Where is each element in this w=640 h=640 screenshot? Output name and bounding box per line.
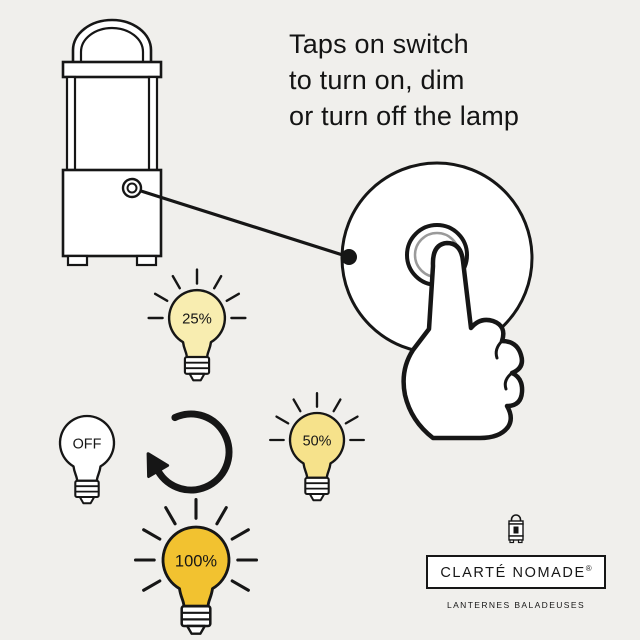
brand-name: CLARTÉ NOMADE (440, 564, 586, 581)
bulb-off-label: OFF (73, 436, 102, 452)
bulb-25-icon: 25% (147, 268, 247, 382)
registered-mark: ® (585, 564, 592, 573)
cycle-arrow-icon (146, 410, 233, 494)
bulb-off-icon: OFF (58, 414, 116, 505)
brand-name-box: CLARTÉ NOMADE® (426, 555, 606, 589)
heading-line-1: Taps on switch (289, 29, 469, 59)
lantern-switch-button (121, 177, 143, 199)
bulb-25-label: 25% (182, 312, 212, 328)
brand-logo: CLARTÉ NOMADE® LANTERNES BALADEUSES (424, 512, 608, 610)
switch-zoom (340, 161, 534, 441)
pointing-hand-icon (401, 240, 525, 441)
heading-line-2: to turn on, dim (289, 65, 465, 95)
bulb-100-icon: 100% (133, 497, 259, 636)
bulb-50-label: 50% (303, 433, 332, 449)
bulb-100-label: 100% (175, 553, 218, 571)
callout-dot (341, 249, 357, 265)
lantern-illustration (61, 18, 163, 267)
callout-line (140, 189, 350, 259)
heading: Taps on switch to turn on, dim or turn o… (289, 26, 519, 134)
bulb-50-icon: 50% (269, 392, 365, 502)
logo-lantern-icon (508, 514, 524, 544)
switch-callout (140, 189, 350, 259)
brand-tagline: LANTERNES BALADEUSES (446, 599, 586, 610)
heading-line-3: or turn off the lamp (289, 101, 520, 131)
